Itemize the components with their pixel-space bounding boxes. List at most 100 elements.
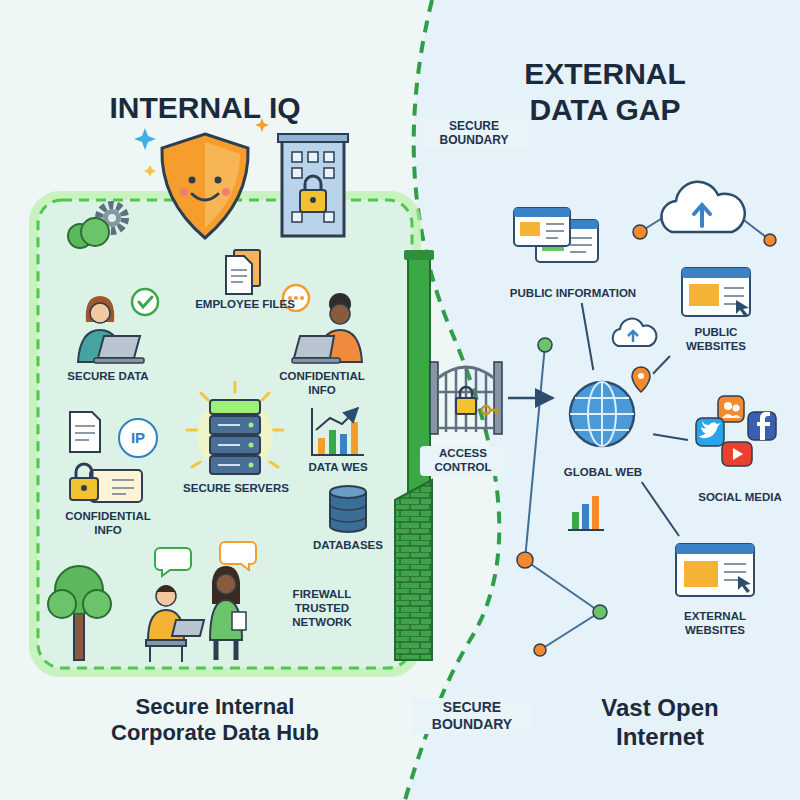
browser-window: [689, 284, 719, 306]
heading: INTERNAL IQ: [45, 90, 365, 126]
browser-window: [682, 268, 750, 316]
gate-icon: [430, 362, 502, 434]
bar-chart-small: [592, 496, 599, 530]
gate-icon: [460, 387, 472, 398]
database-icon: [330, 504, 366, 522]
people-meeting: [146, 640, 186, 662]
people-meeting: [156, 585, 176, 592]
sparkle: [144, 165, 156, 177]
social-icons: [748, 412, 776, 440]
gate-icon: [490, 410, 499, 414]
node-label: ACCESS CONTROL: [420, 446, 506, 476]
icon-node: PUBLIC INFORMATION: [508, 205, 638, 301]
file-icon: [231, 270, 247, 282]
social-icons: [757, 412, 770, 440]
globe-icon: [632, 367, 650, 392]
connector: [508, 397, 553, 400]
node-label: PUBLIC WEBSITES: [668, 326, 764, 354]
tree-icon: [83, 590, 111, 618]
gate-icon: [482, 406, 490, 414]
chart-icon: [351, 422, 358, 454]
internal-panel: [38, 200, 412, 668]
document-icon: [70, 412, 100, 452]
browser-window: [514, 208, 570, 246]
social-icons: [718, 396, 744, 422]
bush-icon: [81, 218, 109, 246]
lock-card: [81, 485, 87, 491]
browser-window: [514, 208, 598, 262]
gate-icon: [430, 362, 438, 434]
building-icon: [310, 197, 316, 203]
bar-chart-small: [572, 512, 579, 530]
sparkle: [134, 128, 156, 150]
gate-icon: [456, 398, 476, 414]
person-with-laptop: [294, 336, 334, 358]
item-label: SECURE DATA: [53, 370, 163, 384]
server-glow: [187, 382, 283, 473]
browser-window: [676, 544, 754, 596]
cloud-small: [613, 319, 657, 346]
bush-icon: [68, 218, 109, 248]
server-stack: [249, 423, 254, 428]
browser-window: [514, 208, 570, 217]
people-meeting: [146, 542, 256, 662]
person-with-laptop: [292, 358, 340, 363]
globe-icon: [570, 382, 634, 446]
chart-icon: [312, 408, 364, 455]
boundary-label: SECURE BOUNDARY: [412, 698, 532, 734]
bar-chart-small: [568, 496, 604, 530]
person-with-laptop: [78, 289, 158, 363]
internal-panel: [34, 196, 416, 672]
item-label: DATA WES: [298, 461, 378, 475]
file-icon: [226, 256, 252, 294]
browser-window: [738, 576, 751, 593]
brick-wall: [395, 480, 432, 660]
people-meeting: [156, 586, 176, 606]
chart-icon: [340, 434, 347, 454]
building-icon: [305, 176, 321, 190]
cloud-upload: [694, 205, 710, 226]
social-icons: [722, 414, 741, 418]
browser-window: [682, 268, 750, 278]
icon-node: PUBLIC WEBSITES: [668, 262, 764, 354]
server-stack: [210, 400, 260, 414]
shield-icon: [222, 188, 230, 196]
connector: [653, 356, 670, 374]
people-meeting: [216, 640, 236, 660]
gate-icon: [446, 368, 486, 432]
people-meeting: [216, 574, 236, 594]
file-icon: [226, 250, 260, 294]
people-meeting: [155, 548, 191, 576]
server-stack: [210, 400, 260, 474]
item-label: DATABASES: [305, 539, 391, 553]
person-with-laptop: [94, 358, 144, 363]
server-glow: [197, 397, 273, 473]
item-label: CONFIDENTIAL INFO: [58, 510, 158, 538]
person-with-laptop: [98, 336, 140, 358]
database-icon: [330, 486, 366, 532]
cloud-upload: [661, 182, 744, 232]
cloud-small: [613, 319, 657, 346]
item-label: CONFIDENTIAL INFO: [272, 370, 372, 398]
person-with-laptop: [300, 296, 304, 300]
node-label: PUBLIC INFORMATION: [510, 287, 636, 301]
person-with-laptop: [86, 296, 114, 322]
network-lines: [517, 552, 533, 568]
network-lines: [764, 234, 776, 246]
person-with-laptop: [330, 304, 350, 324]
network-lines: [534, 644, 546, 656]
document-icon: [70, 412, 100, 452]
browser-window: [676, 544, 754, 554]
social-icons: [722, 442, 752, 466]
people-meeting: [232, 612, 246, 630]
network-lines: [593, 605, 607, 619]
shield-icon: [180, 188, 188, 196]
bar-chart-small: [568, 529, 604, 531]
shield-icon: [192, 194, 218, 200]
server-stack: [249, 443, 254, 448]
shield-icon: [162, 134, 248, 238]
lock-card: [70, 464, 142, 502]
item-label: SECURE SERVERS: [171, 482, 301, 496]
caption: Vast Open Internet: [560, 694, 760, 752]
